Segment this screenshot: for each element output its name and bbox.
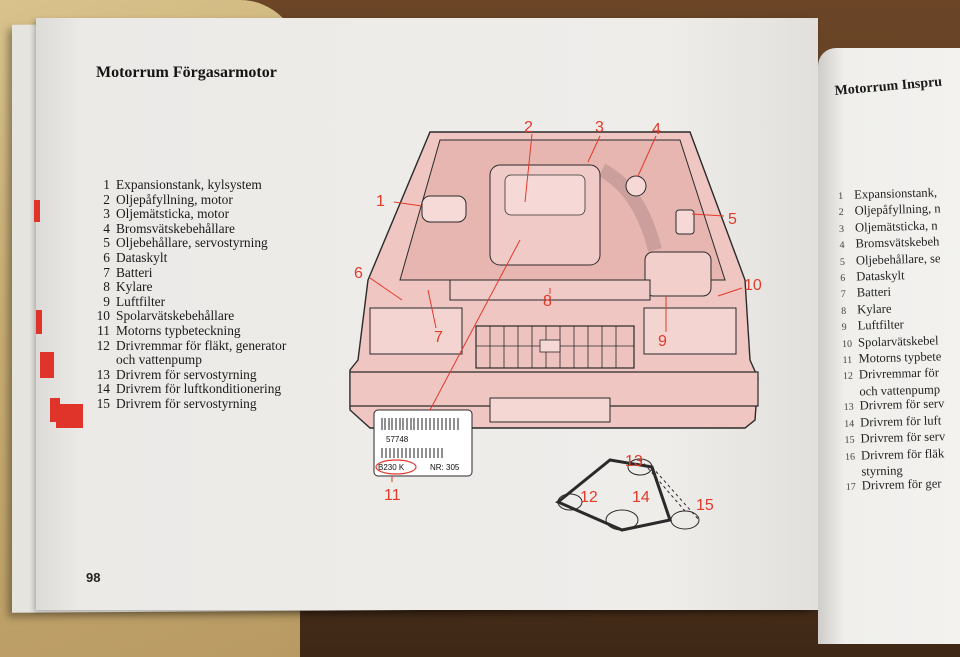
headlight-left	[369, 307, 463, 355]
brake-fluid-reservoir	[625, 175, 647, 197]
license-plate-area	[489, 397, 611, 423]
page-number: 98	[86, 570, 101, 585]
callout-2: 2	[524, 119, 533, 136]
callout-9: 9	[658, 333, 667, 350]
label-card-code: 57748	[386, 435, 409, 444]
front-bumper	[349, 371, 759, 407]
callout-8: 8	[543, 293, 552, 310]
air-filter-shape	[644, 251, 712, 297]
callout-1: 1	[376, 193, 385, 210]
callout-10: 10	[744, 277, 762, 294]
callout-13: 13	[625, 453, 643, 470]
grille-badge	[539, 339, 561, 353]
expansion-tank-shape	[421, 195, 467, 223]
callout-12: 12	[580, 489, 598, 506]
engine-bay-diagram: 57748 B230 K NR: 305	[349, 119, 762, 532]
index-tab	[40, 352, 54, 378]
page-title: Motorrum Förgasarmotor	[96, 64, 277, 81]
index-tab	[36, 310, 42, 334]
callout-7: 7	[434, 329, 443, 346]
index-tab	[34, 200, 40, 222]
right-page	[818, 48, 960, 644]
index-tab	[56, 404, 83, 428]
callout-6: 6	[354, 265, 363, 282]
intake-duct	[598, 163, 662, 252]
callout-leaders	[369, 133, 743, 482]
label-card-nr: NR: 305	[430, 463, 460, 472]
engine-type-label: 57748 B230 K NR: 305	[373, 409, 473, 477]
callout-4: 4	[652, 121, 661, 138]
callout-5: 5	[728, 211, 737, 228]
callout-14: 14	[632, 489, 650, 506]
callout-11: 11	[384, 487, 401, 504]
power-steering-reservoir	[675, 209, 695, 235]
belt-schematic	[555, 458, 700, 532]
cam-cover	[504, 174, 586, 216]
callout-15: 15	[696, 497, 714, 514]
headlight-right	[643, 307, 737, 355]
index-tab	[50, 398, 60, 422]
label-card-engine-code: B230 K	[378, 463, 405, 472]
callout-3: 3	[595, 119, 604, 136]
